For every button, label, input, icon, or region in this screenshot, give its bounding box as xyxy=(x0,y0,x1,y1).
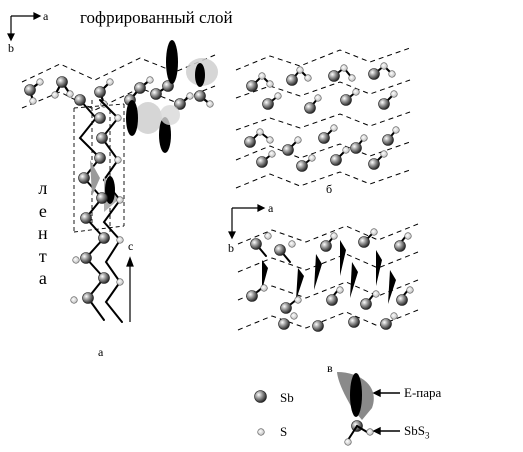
axis-label-b-panel-v: b xyxy=(228,241,234,255)
legend-arrows xyxy=(372,388,400,436)
lenta-letter: н xyxy=(38,223,48,243)
layer-b-atoms xyxy=(244,62,400,172)
legend-s-icon xyxy=(257,428,265,436)
axis-c-arrow xyxy=(126,256,134,322)
chain-shading xyxy=(90,160,118,212)
lenta-letter: а xyxy=(38,268,47,288)
axis-label-b-top: b xyxy=(8,41,14,55)
chain-dashed-box xyxy=(73,100,125,233)
diagram-title: гофрированный слой xyxy=(80,8,233,27)
panel-label-a: а xyxy=(98,345,104,359)
legend-sbs3-text: SbS xyxy=(404,423,425,438)
legend-s-label: S xyxy=(280,424,288,439)
panel-label-b: б xyxy=(326,182,333,196)
axis-label-a-top: a xyxy=(43,9,49,23)
panel-label-v: в xyxy=(327,361,333,375)
layer-v-lone-pairs xyxy=(262,240,396,304)
legend-epair-molecule xyxy=(337,372,374,446)
lone-pair-lobes-a xyxy=(126,40,218,153)
legend-sbs3-label: SbS3 xyxy=(404,424,429,441)
chain-label-lenta: л е н т а xyxy=(38,177,48,290)
legend-epair-label: Е-пара xyxy=(404,385,442,400)
layer-a-atoms xyxy=(24,70,214,110)
lenta-letter: т xyxy=(38,245,47,266)
legend-sb-icon xyxy=(254,390,267,403)
layer-b-outline xyxy=(235,47,411,189)
lenta-letter: л xyxy=(38,178,48,198)
lenta-letter: е xyxy=(38,200,47,221)
axis-label-c: c xyxy=(128,239,134,253)
axis-arrows-panel-v xyxy=(228,204,266,240)
legend-sbs3-subscript: 3 xyxy=(424,430,430,441)
axis-arrows-top-left xyxy=(7,12,42,42)
layer-a-outline xyxy=(21,54,216,111)
legend-sb-label: Sb xyxy=(280,390,294,405)
axis-label-a-panel-v: a xyxy=(268,201,274,215)
